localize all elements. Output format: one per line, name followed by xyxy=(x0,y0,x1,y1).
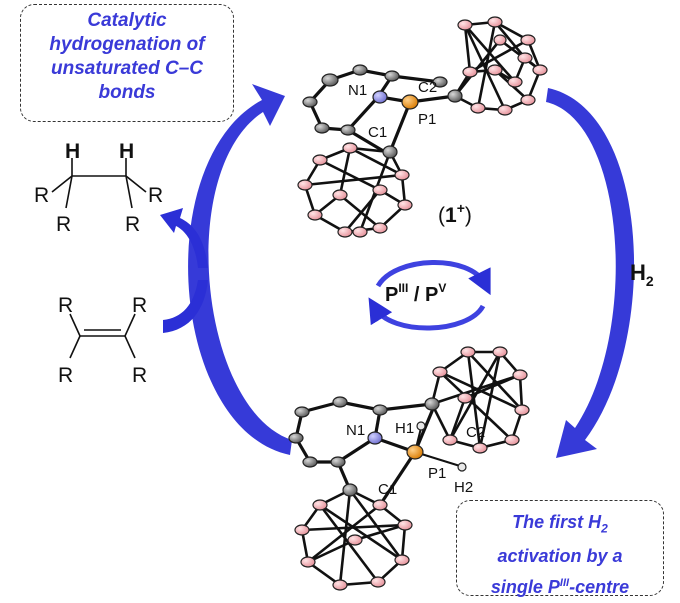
atom-label-c2-bottom: C2 xyxy=(466,424,485,441)
alkane-h-left: H xyxy=(65,140,80,163)
alkane-r-1: R xyxy=(34,184,49,207)
alkane-r-4: R xyxy=(125,213,140,236)
callout-top-line-1: Catalytic xyxy=(87,10,167,31)
carborane-cage-bottom-right xyxy=(430,350,524,450)
alkene-r-1: R xyxy=(58,294,73,317)
alkane-r-2: R xyxy=(148,184,163,207)
atoms-bottom xyxy=(288,346,530,591)
carborane-cage-bottom-left xyxy=(300,488,407,587)
atom-label-c2-top: C2 xyxy=(418,79,437,96)
callout-bottom-line-1: The first H2 xyxy=(512,512,608,536)
redox-couple-label: PIII / PV xyxy=(385,281,446,306)
compound-label: (1+) xyxy=(438,200,472,227)
atom-label-h2-bottom: H2 xyxy=(454,479,473,496)
callout-first-h2-activation: The first H2 activation by a single PIII… xyxy=(456,500,664,597)
atoms-top xyxy=(297,16,548,238)
atom-label-c1-top: C1 xyxy=(368,124,387,141)
branch-arrow-alkene xyxy=(163,280,208,333)
atom-label-c1-bottom: C1 xyxy=(378,481,397,498)
carborane-cage-top-left xyxy=(303,146,407,234)
alkane-structure: H H R R R R xyxy=(34,140,163,236)
callout-top-line-2: hydrogenation of xyxy=(49,34,205,55)
branch-arrow-alkane xyxy=(160,208,208,268)
atom-label-p1-top: P1 xyxy=(418,111,436,128)
redox-cycle-arrow-top xyxy=(375,260,491,296)
cycle-arrow-left xyxy=(188,84,292,455)
callout-top-line-3: unsaturated C–C xyxy=(50,58,204,79)
atom-label-n1-top: N1 xyxy=(348,82,367,99)
cycle-arrow-right xyxy=(546,88,635,458)
atom-label-p1-bottom: P1 xyxy=(428,465,446,482)
alkene-r-3: R xyxy=(58,364,73,387)
reagent-h2: H2 xyxy=(630,260,654,289)
atom-label-n1-bottom: N1 xyxy=(346,422,365,439)
callout-bottom-line-3: single PIII-centre xyxy=(490,576,630,597)
atom-label-h1-bottom: H1 xyxy=(395,420,414,437)
callout-catalytic-hydrogenation: Catalytic hydrogenation of unsaturated C… xyxy=(20,4,234,122)
callout-bottom-line-2: activation by a xyxy=(497,545,623,566)
callout-top-line-4: bonds xyxy=(98,82,156,103)
alkane-r-3: R xyxy=(56,213,71,236)
alkene-structure: R R R R xyxy=(58,294,147,387)
redox-cycle-arrow-bottom xyxy=(368,297,486,331)
alkene-r-2: R xyxy=(132,294,147,317)
alkene-r-4: R xyxy=(132,364,147,387)
alkane-h-right: H xyxy=(119,140,134,163)
